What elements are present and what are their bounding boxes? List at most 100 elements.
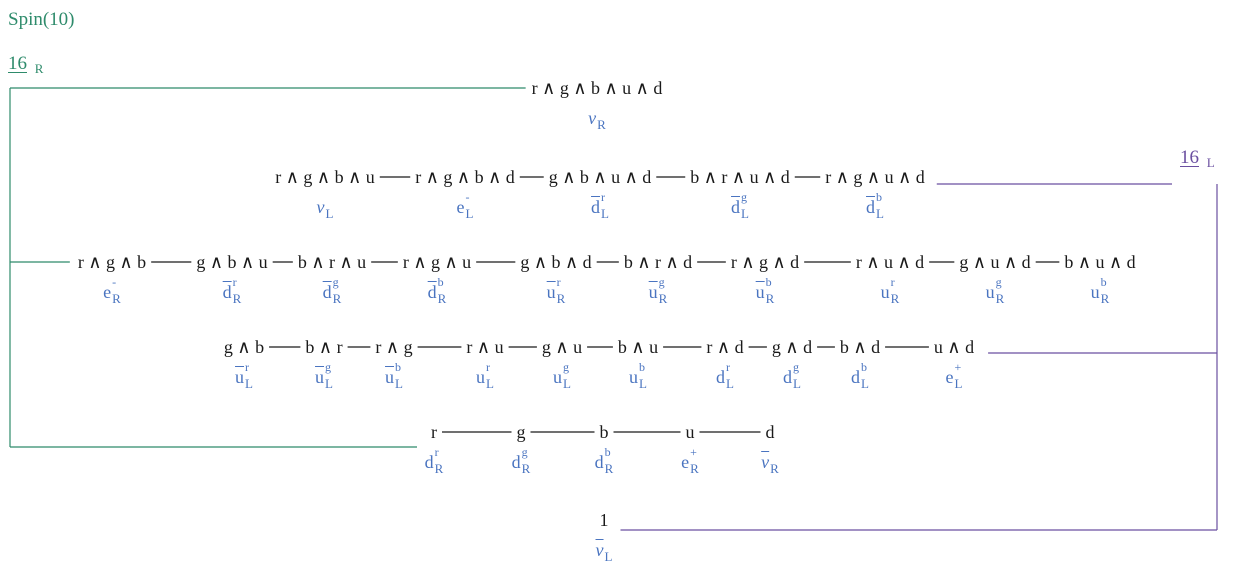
row1-particle-1: vR (588, 108, 606, 131)
row2-wedge-5: r ∧ g ∧ u ∧ d (825, 167, 925, 187)
particle-superscript: r (890, 275, 895, 289)
row3-wedge-1: r ∧ g ∧ b (77, 252, 147, 272)
row4-wedge-7: r ∧ d (706, 337, 744, 357)
particle-subscript: L (325, 206, 334, 221)
row5-wedge-2: g (516, 422, 526, 442)
particle-superscript: r (232, 275, 237, 289)
row4-wedge-6: b ∧ u (617, 337, 659, 357)
row4-wedge-10: u ∧ d (933, 337, 975, 357)
particle-superscript: g (741, 190, 748, 204)
particle-subscript: R (690, 461, 699, 476)
particle-subscript: L (954, 376, 963, 391)
particle-subscript: L (793, 376, 801, 391)
particle-superscript: g (563, 360, 570, 374)
particle-superscript: r (245, 360, 250, 374)
row3-wedge-10: b ∧ u ∧ d (1064, 252, 1136, 272)
particle-superscript: r (556, 275, 561, 289)
particle-superscript: b (861, 360, 868, 374)
particle-subscript: L (325, 376, 333, 391)
particle-subscript: L (245, 376, 253, 391)
particle-subscript: L (726, 376, 734, 391)
row4-wedge-9: b ∧ d (839, 337, 881, 357)
particle-subscript: L (861, 376, 869, 391)
particle-subscript: L (741, 206, 749, 221)
particle-subscript: L (601, 206, 609, 221)
particle-subscript: L (465, 206, 474, 221)
particle-subscript: R (521, 461, 531, 476)
row3-wedge-3: b ∧ r ∧ u (297, 252, 367, 272)
particle-superscript: - (465, 190, 470, 204)
particle-superscript: b (604, 445, 611, 459)
particle-superscript: b (639, 360, 646, 374)
particle-superscript: b (876, 190, 883, 204)
rep-16L-number: 16 (1180, 147, 1199, 168)
particle-superscript: b (395, 360, 402, 374)
row6-wedge-1: 1 (599, 510, 609, 530)
particle-symbol: e- (456, 190, 470, 217)
particle-superscript: g (521, 445, 528, 459)
particle-superscript: + (690, 445, 697, 459)
row4-wedge-1: g ∧ b (223, 337, 265, 357)
row4-wedge-4: r ∧ u (466, 337, 504, 357)
particle-subscript: R (765, 291, 775, 306)
particle-symbol: v (595, 540, 604, 560)
particle-superscript: g (995, 275, 1002, 289)
particle-subscript: L (604, 549, 613, 564)
row3-wedge-5: g ∧ b ∧ d (520, 252, 592, 272)
rep-16L-label: 16 L (1180, 147, 1215, 169)
particle-subscript: L (486, 376, 494, 391)
particle-superscript: g (658, 275, 665, 289)
particle-superscript: r (726, 360, 731, 374)
group-label-text: Spin(10) (8, 9, 75, 30)
particle-superscript: + (954, 360, 962, 374)
particle-symbol: v (761, 452, 770, 472)
particle-subscript: R (770, 461, 779, 476)
particle-subscript: R (1100, 291, 1110, 306)
particle-symbol: v (588, 108, 597, 128)
particle-subscript: R (995, 291, 1005, 306)
particle-superscript: g (325, 360, 332, 374)
row2-wedge-2: r ∧ g ∧ b ∧ d (415, 167, 515, 187)
particle-symbol: e+ (681, 445, 697, 472)
row5-particle-5: vR (761, 452, 779, 475)
row5-wedge-5: d (765, 422, 775, 442)
particle-superscript: r (486, 360, 491, 374)
row2-wedge-3: g ∧ b ∧ u ∧ d (548, 167, 652, 187)
particle-superscript: r (601, 190, 606, 204)
row4-particle-10: e+L (946, 361, 963, 390)
particle-symbol: e- (103, 275, 117, 302)
particle-superscript: b (765, 275, 772, 289)
particle-subscript: R (332, 291, 342, 306)
row2-wedge-4: b ∧ r ∧ u ∧ d (690, 167, 790, 187)
